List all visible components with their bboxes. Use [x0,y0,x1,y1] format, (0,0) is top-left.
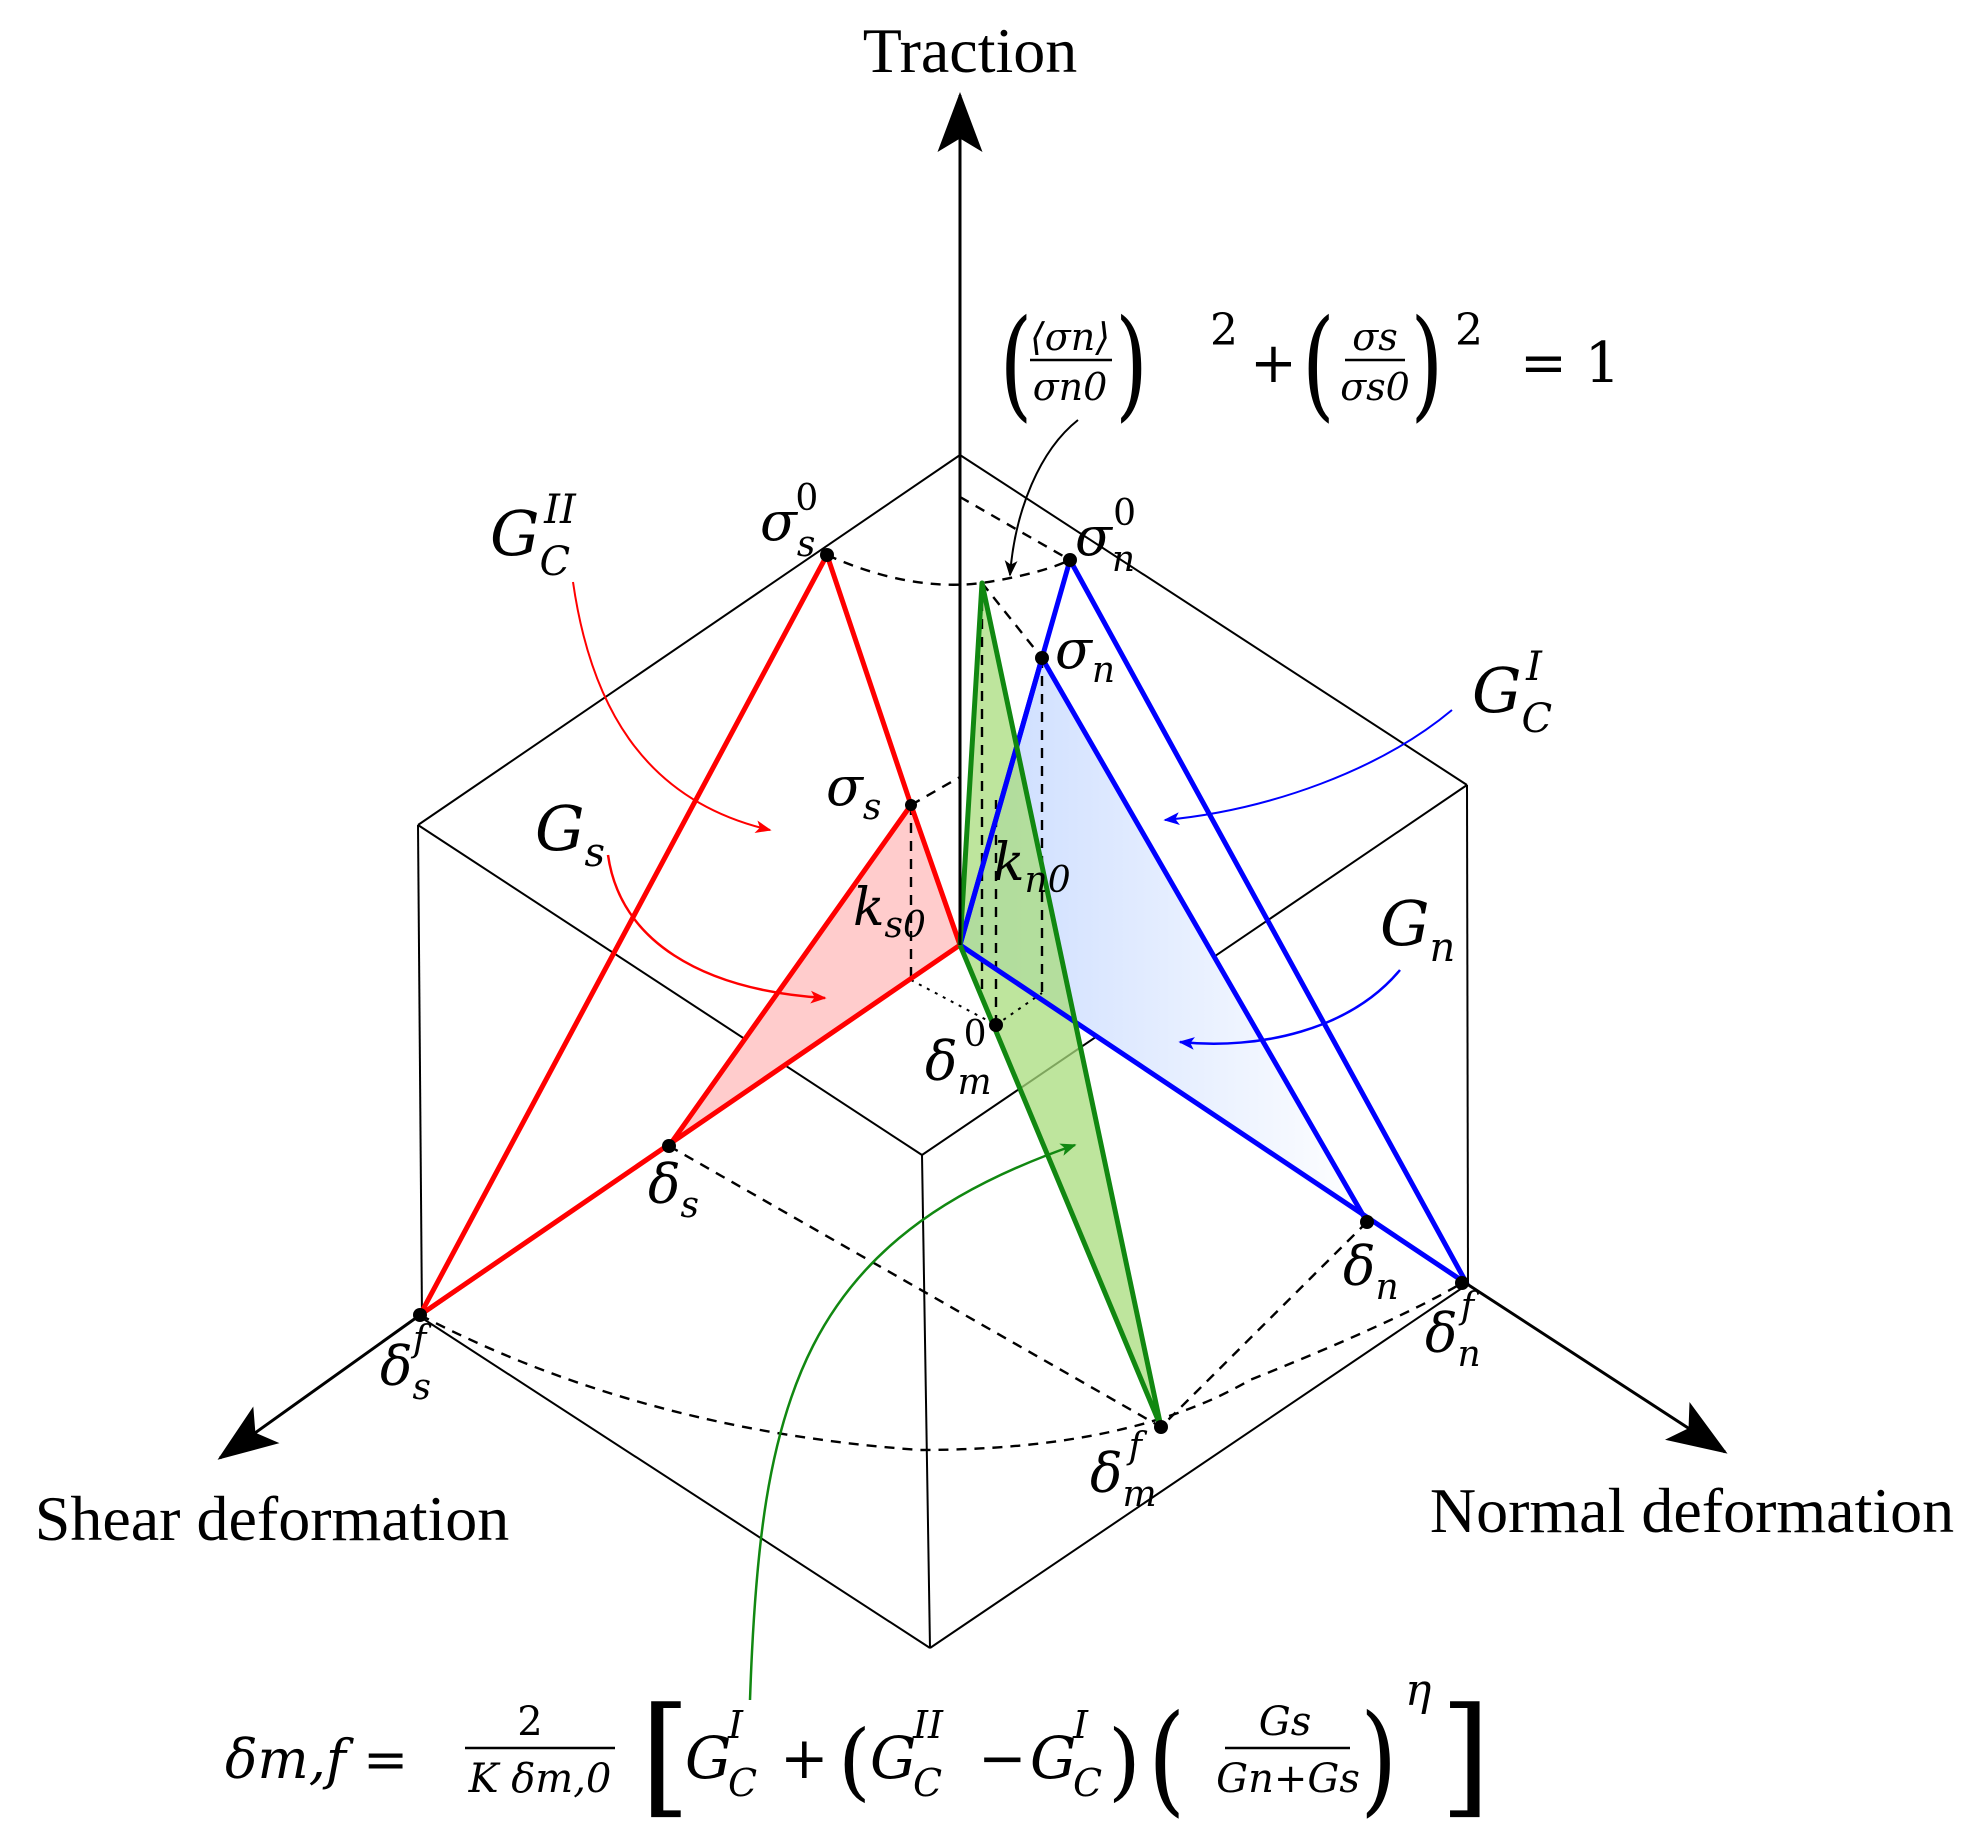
svg-text:I: I [727,1703,744,1747]
svg-text:G: G [1030,1724,1076,1792]
dot-delta-n [1360,1215,1374,1229]
svg-text:(: ( [838,1712,871,1810]
criterion-equation: ( ⟨σn⟩ σn0 ) 2 + ( σs σs0 ) 2 = 1 [1000,295,1621,434]
normal-axis [1466,1282,1728,1454]
label-sigma-s0: σs0 [760,478,818,565]
label-gc2: GCII [490,487,577,585]
mixed-area [960,583,1161,1427]
label-sigma-n0: σn0 [1075,493,1136,580]
label-sigma-s: σs [826,755,881,828]
crit-power1: 2 [1210,305,1238,356]
gn-arrow [1178,969,1401,1050]
svg-text:+: + [1250,331,1297,396]
crit-num2: σs [1352,315,1397,359]
dot-delta-sf [413,1308,427,1322]
dmf-lhs: δm,f = [225,1728,408,1791]
dotted-guides [910,979,1043,1026]
dot-delta-mf [1154,1420,1168,1434]
svg-text:): ) [1411,295,1444,434]
gn-area [960,658,1367,1222]
point-markers [413,548,1469,1434]
normal-law [957,557,1470,1287]
svg-text:II: II [912,1703,944,1747]
label-delta-mf: δmf [1090,1426,1157,1515]
svg-text:I: I [1072,1703,1089,1747]
svg-text:C: C [728,1761,757,1805]
svg-text:C: C [1073,1761,1102,1805]
delta-mf-equation: δm,f = 2 K δm,0 [ G C I + ( G C II − G C… [225,1665,1491,1831]
crit-den1: σn0 [1033,365,1108,409]
dot-delta-s [662,1139,676,1153]
normal-axis-title: Normal deformation [1430,1475,1954,1546]
label-gs: Gs [535,792,605,876]
gc1-arrow [1163,709,1453,826]
dot-sigma-n [1035,651,1049,665]
label-delta-n: δn [1343,1235,1399,1308]
svg-text:+: + [780,1724,829,1792]
svg-text:G: G [685,1724,731,1792]
shear-axis-title: Shear deformation [35,1483,510,1554]
dot-sigma-n0 [1063,553,1077,567]
mixed-law [957,580,1164,1430]
crit-den2: σs0 [1340,365,1410,409]
label-delta-sf: δsf [380,1319,432,1408]
delta-mf-arrow [748,1143,1077,1701]
criterion-arrow [1004,419,1079,577]
svg-text:(: ( [1148,1688,1185,1828]
svg-text:−: − [978,1724,1027,1792]
label-sigma-n: σn [1055,618,1115,691]
gs-area [669,805,960,1146]
dmf-frac-num: 2 [517,1699,542,1745]
svg-text:[: [ [640,1679,691,1831]
gs-arrow [606,854,827,1004]
shear-axis [217,1313,421,1460]
svg-text:G: G [870,1724,916,1792]
crit-num1: ⟨σn⟩ [1030,315,1110,359]
crit-rhs: = 1 [1520,331,1620,396]
label-gc1: GCI [1472,644,1552,742]
svg-text:]: ] [1440,1679,1491,1831]
label-gn: Gn [1380,887,1455,971]
svg-text:Gn+Gs: Gn+Gs [1216,1756,1360,1802]
svg-text:): ) [1108,1712,1141,1810]
label-kn0: kn0 [993,833,1071,901]
dmf-frac-den: K δm,0 [468,1756,612,1802]
svg-text:C: C [913,1761,942,1805]
svg-text:(: ( [1302,295,1335,434]
gc2-arrow [572,581,772,833]
crit-power2: 2 [1455,305,1483,356]
label-ks0: ks0 [853,878,926,946]
dot-delta-nf [1455,1276,1469,1290]
svg-text:(: ( [1000,295,1033,434]
svg-text:Gs: Gs [1259,1699,1311,1745]
dot-delta-m0 [989,1018,1003,1032]
svg-text:): ) [1115,295,1148,434]
dot-sigma-s0 [820,548,834,562]
dot-sigma-s [905,799,917,811]
label-delta-s: δs [648,1153,699,1226]
label-delta-m0: δm0 [925,1014,992,1103]
dmf-exponent: η [1405,1665,1431,1716]
dashed-guides [419,495,1463,1452]
traction-axis-title: Traction [863,15,1078,86]
svg-text:): ) [1360,1688,1397,1828]
